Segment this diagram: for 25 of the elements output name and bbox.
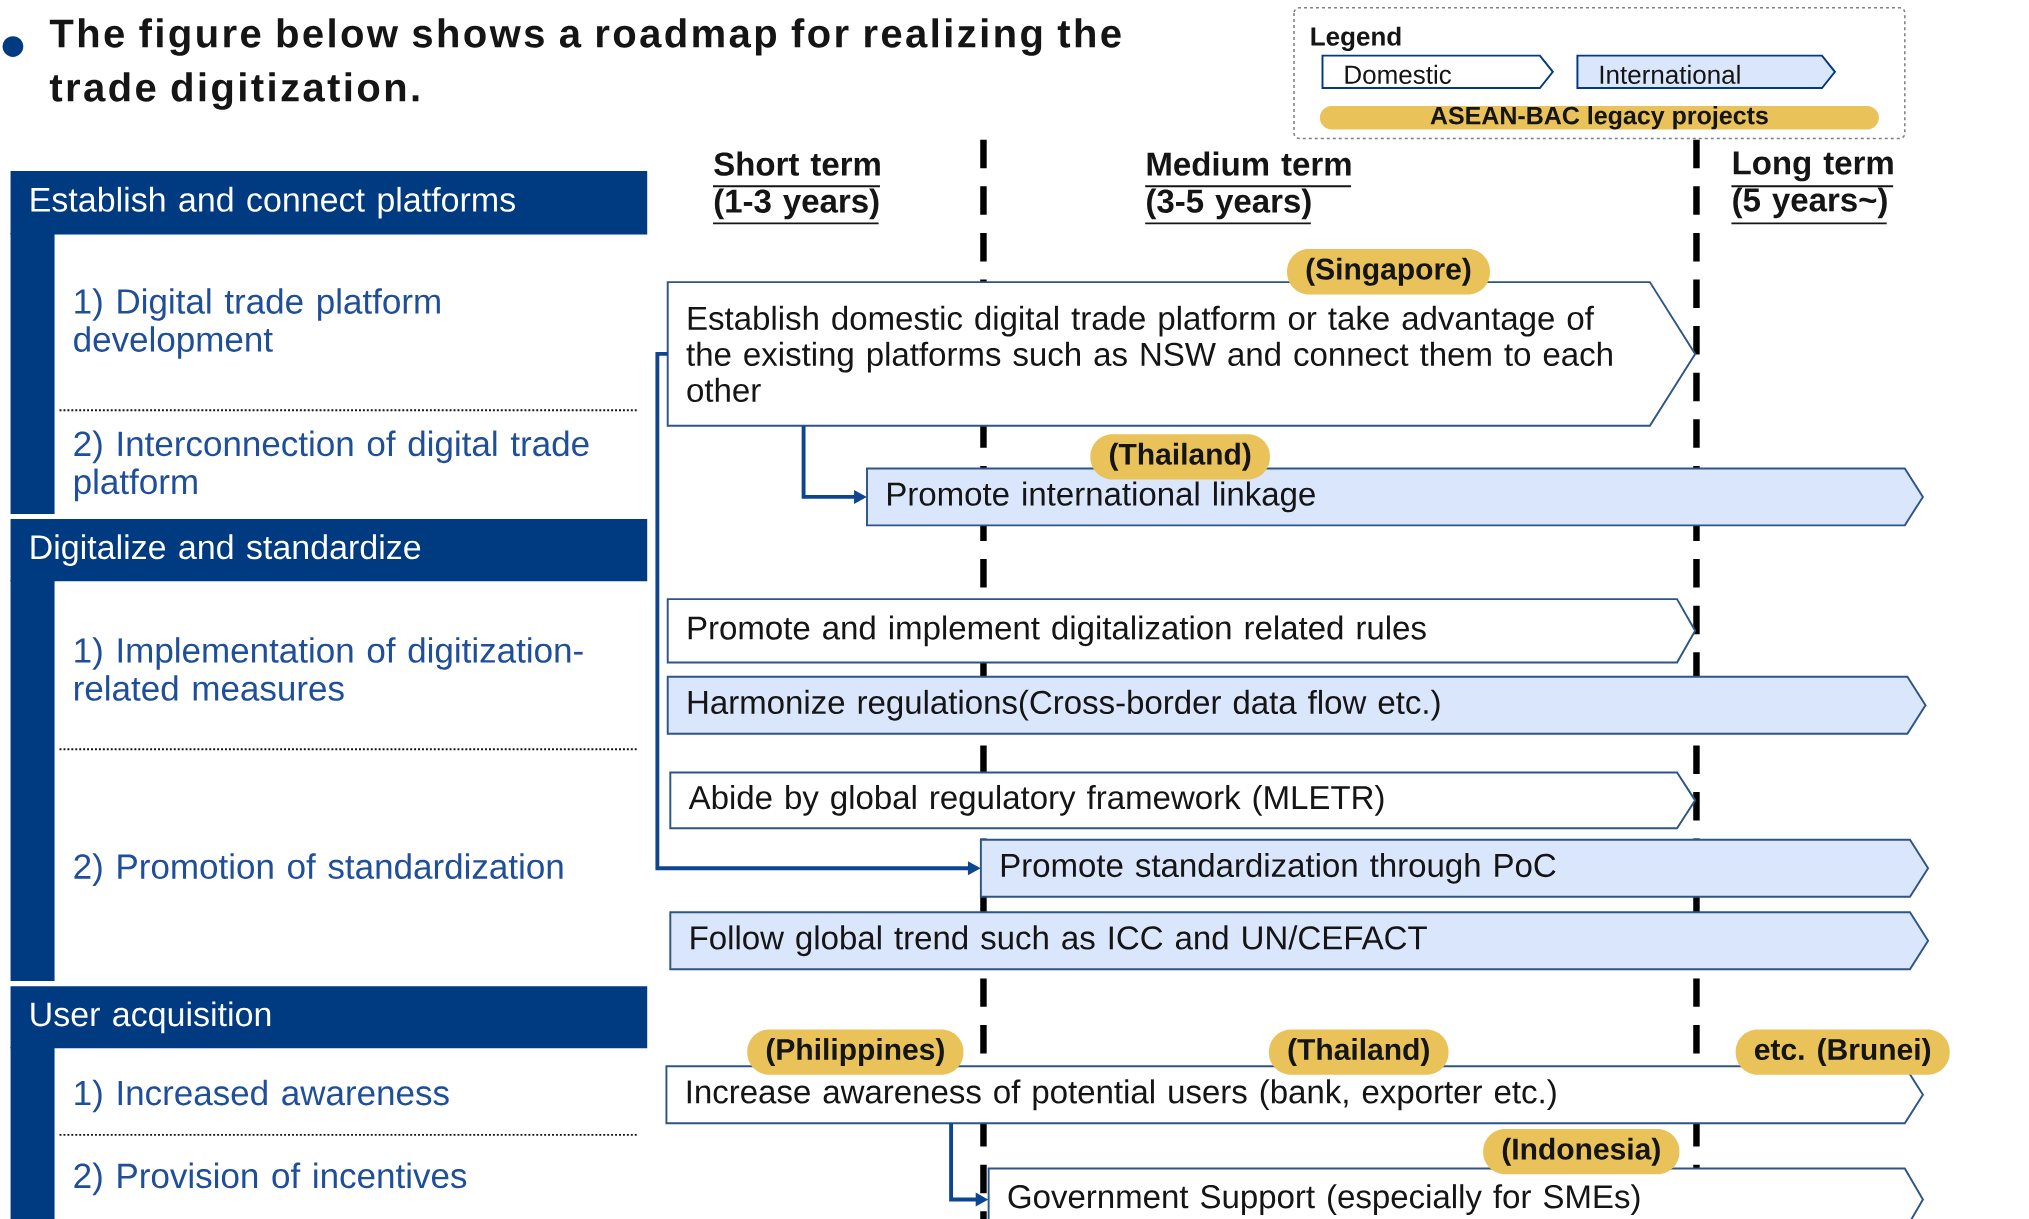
row-label: 1) Digital trade platform development (74, 288, 440, 359)
legend-text: Domestic (1345, 64, 1452, 84)
project-badge: (Singapore) (1287, 249, 1490, 295)
row-label: 1) Increased awareness (75, 1079, 449, 1113)
project-badge: (Indonesia) (1483, 1129, 1680, 1175)
project-badge: (Thailand) (1090, 434, 1270, 480)
term-heading: Long term (5 years~) (1730, 151, 1895, 225)
title: The figure below shows a roadmap for realizing the trade digitization. (49, 18, 1121, 110)
project-badge: (Philippines) (747, 1029, 964, 1075)
node-label: Government Support (especially for SMEs) (1008, 1184, 1640, 1215)
legend-text: International (1600, 64, 1740, 84)
row-label: 1) Implementation of digitization-related measures (75, 637, 583, 701)
section-bar (10, 1047, 55, 1219)
term-heading: Medium term (3-5 years) (1144, 151, 1352, 225)
section-bar (10, 233, 55, 514)
row-label: 2) Interconnection of digital trade platform (74, 430, 589, 502)
legend-title: Legend (1311, 26, 1401, 51)
project-badge: (Thailand) (1268, 1029, 1449, 1075)
legend-text: ASEAN-BAC legacy projects (1430, 106, 1768, 130)
term-heading: Short term (1-3 years) (712, 151, 881, 225)
row-label: 2) Promotion of standardization (74, 853, 563, 886)
section-bar (10, 579, 55, 982)
row-label: 2) Provision of incentives (74, 1162, 467, 1196)
arrow-box: Government Support (especially for SMEs) (987, 1167, 1925, 1219)
project-badge: etc. (Brunei) (1735, 1029, 1950, 1075)
